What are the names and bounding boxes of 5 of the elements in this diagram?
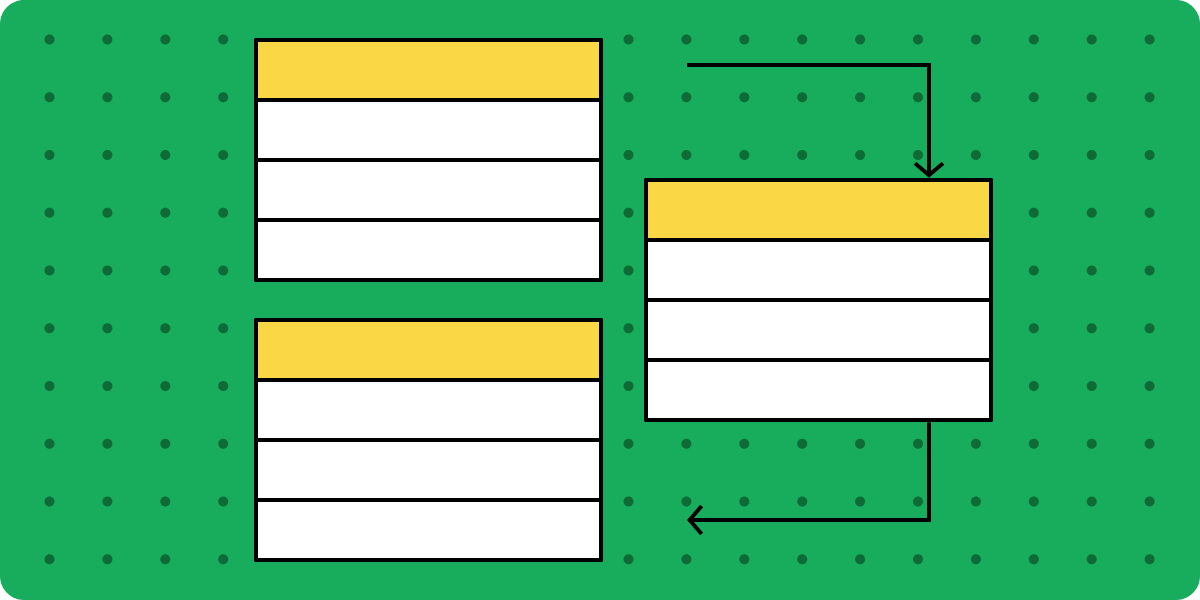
arrow [687, 422, 931, 536]
table [254, 38, 603, 282]
arrow [687, 63, 945, 178]
table [644, 178, 993, 422]
table [254, 318, 603, 562]
